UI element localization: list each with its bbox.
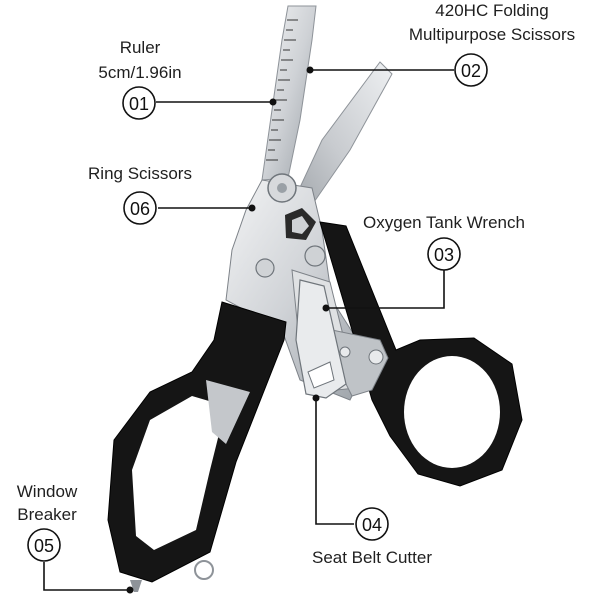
callout-number-05: 05	[34, 536, 54, 556]
callout-ring-scissors: Ring Scissors 06	[88, 164, 192, 225]
callout-scissors-line1: 420HC Folding	[435, 1, 548, 20]
callout-wrench-title: Oxygen Tank Wrench	[363, 213, 525, 232]
ruler-blade	[261, 5, 317, 181]
callout-oxygen-wrench: Oxygen Tank Wrench 03	[363, 213, 525, 271]
callout-breaker-line2: Breaker	[17, 505, 77, 524]
callout-ruler-title: Ruler	[120, 38, 161, 57]
callout-number-01: 01	[129, 94, 149, 114]
callout-cutter-title: Seat Belt Cutter	[312, 548, 432, 567]
callout-badge-05	[27, 528, 61, 562]
callout-scissors-line2: Multipurpose Scissors	[409, 25, 575, 44]
right-handle	[319, 221, 523, 487]
callout-number-02: 02	[461, 61, 481, 81]
callout-folding-scissors: 420HC Folding Multipurpose Scissors 02	[409, 1, 575, 87]
callout-breaker-line1: Window	[17, 482, 78, 501]
upper-blade	[295, 61, 393, 206]
left-handle	[107, 301, 287, 592]
seat-belt-cutter	[295, 279, 347, 399]
callout-ring-scissors-title: Ring Scissors	[88, 164, 192, 183]
callout-badge-02	[454, 53, 488, 87]
callout-ruler-size: 5cm/1.96in	[98, 63, 181, 82]
callout-number-06: 06	[130, 199, 150, 219]
callout-badge-01	[122, 86, 156, 120]
callout-leaders	[43, 66, 454, 594]
callout-badge-04	[355, 507, 389, 541]
callout-badge-03	[427, 237, 461, 271]
callout-number-03: 03	[434, 245, 454, 265]
callout-window-breaker: Window Breaker 05	[17, 482, 78, 562]
callout-number-04: 04	[362, 515, 382, 535]
callout-badge-06	[123, 191, 157, 225]
callout-ruler: Ruler 5cm/1.96in 01	[98, 38, 182, 120]
callout-seat-belt-cutter: 04 Seat Belt Cutter	[312, 507, 432, 567]
